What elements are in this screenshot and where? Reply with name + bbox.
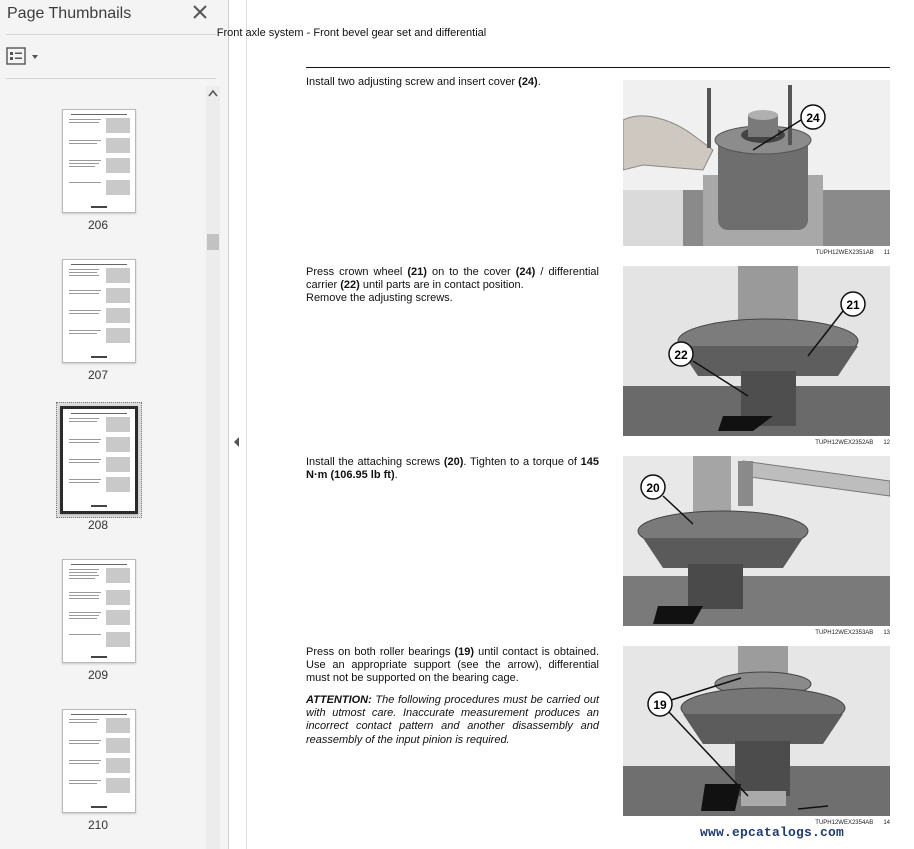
photo-roller-bearings: 19 — [623, 646, 890, 816]
page-thumbnail-208[interactable] — [60, 406, 138, 514]
page-number-label: 210 — [87, 818, 109, 832]
panel-title: Page Thumbnails — [7, 5, 132, 22]
panel-divider — [6, 78, 216, 79]
callout-label: 21 — [846, 298, 860, 312]
thumbnail-options-button[interactable] — [6, 47, 44, 67]
header-rule — [306, 67, 890, 68]
page-thumbnail-210[interactable] — [62, 709, 136, 813]
page-thumbnail-206[interactable] — [62, 109, 136, 213]
thumbnail-list: 206 207 208 — [0, 88, 204, 849]
scrollbar-thumb[interactable] — [207, 234, 219, 250]
watermark-text: www.epcatalogs.com — [700, 825, 845, 840]
close-icon[interactable] — [191, 3, 209, 21]
callout-label: 19 — [653, 698, 667, 712]
page-number-label: 206 — [87, 218, 109, 232]
callout-label: 22 — [674, 348, 688, 362]
step-4-body: Press on both roller bearings (19) until… — [306, 646, 600, 685]
photo-attaching-screws: 20 — [623, 456, 890, 626]
page-header: Front axle system - Front bevel gear set… — [216, 27, 487, 39]
scroll-up-arrow-icon[interactable] — [206, 86, 220, 102]
page-thumbnail-209[interactable] — [62, 559, 136, 663]
panel-divider — [6, 34, 216, 35]
callout-label: 20 — [646, 481, 660, 495]
step-text-1: Install two adjusting screw and insert c… — [306, 76, 541, 88]
page-number-label: 208 — [87, 518, 109, 532]
step-text-2: Press crown wheel (21) on to the cover (… — [306, 266, 599, 305]
page-number-label: 207 — [87, 368, 109, 382]
thumbnail-scrollbar[interactable] — [206, 86, 220, 849]
step-text-4: Press on both roller bearings (19) until… — [306, 646, 599, 686]
page-thumbnail-207[interactable] — [62, 259, 136, 363]
callout-label: 24 — [806, 111, 820, 125]
page-number-label: 209 — [87, 668, 109, 682]
page-thumbnails-panel: Page Thumbnails 206 — [0, 0, 229, 849]
step-text-3: Install the attaching screws (20). Tight… — [306, 456, 600, 482]
attention-note: ATTENTION: The following procedures must… — [306, 694, 599, 746]
photo-crown-wheel-press: 21 22 — [623, 266, 890, 436]
collapse-panel-arrow-icon[interactable] — [231, 432, 243, 452]
photo-cover-install: 24 — [623, 80, 890, 246]
